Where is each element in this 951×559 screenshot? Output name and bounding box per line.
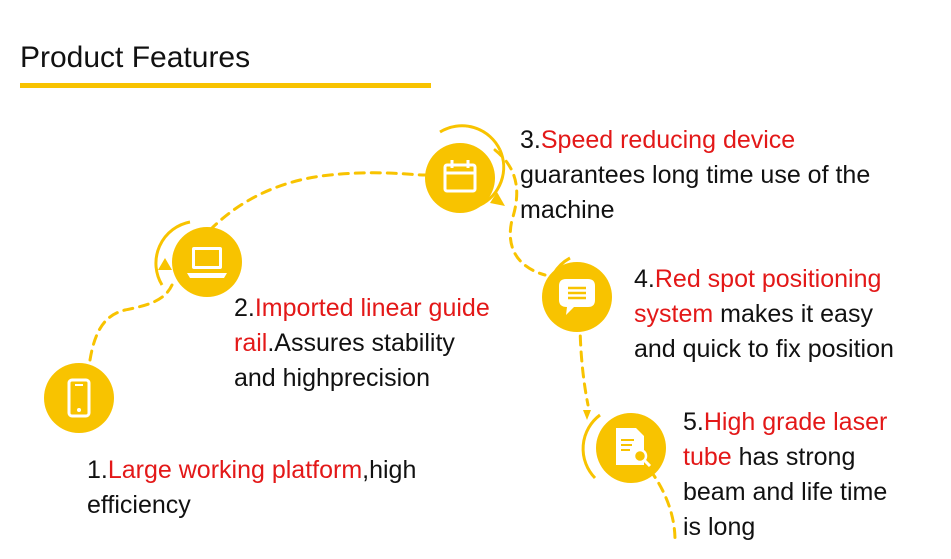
feature-1-text: 1.Large working platform,high efficiency — [87, 453, 416, 523]
feature-2-node — [172, 227, 242, 297]
feature-2-highlight2: rail — [234, 329, 268, 357]
feature-3-text: 3.Speed reducing device guarantees long … — [520, 123, 870, 228]
feature-5-node — [596, 413, 666, 483]
feature-5-text: 5.High grade laser tube has strong beam … — [683, 405, 887, 545]
smartphone-icon — [67, 378, 91, 418]
feature-4-node — [542, 262, 612, 332]
feature-4-rest2: makes it easy — [713, 300, 873, 328]
title-underline — [20, 83, 431, 88]
feature-3-number: 3. — [520, 126, 541, 154]
chat-bubble-icon — [559, 279, 595, 315]
feature-5-number: 5. — [683, 408, 704, 436]
feature-3-highlight: Speed reducing device — [540, 126, 796, 154]
feature-5-highlight: High grade laser — [703, 408, 888, 436]
feature-5-rest2: has strong — [731, 443, 856, 471]
feature-4-number: 4. — [634, 265, 655, 293]
feature-1-highlight: Large working platform — [107, 456, 363, 484]
feature-2-number: 2. — [234, 294, 255, 322]
feature-2-line3: and highprecision — [234, 364, 430, 392]
feature-1-node — [44, 363, 114, 433]
feature-5-line3: beam and life time — [683, 478, 888, 506]
feature-4-text: 4.Red spot positioning system makes it e… — [634, 262, 894, 367]
feature-3-line2: guarantees long time use of the — [520, 161, 871, 189]
calendar-icon — [443, 160, 477, 193]
feature-3-node — [425, 143, 495, 213]
feature-5-line4: is long — [683, 513, 756, 541]
laptop-icon — [187, 247, 227, 278]
feature-2-rest2: .Assures stability — [267, 329, 455, 357]
feature-3-line3: machine — [520, 196, 615, 224]
page-title: Product Features — [20, 41, 251, 74]
feature-2-text: 2.Imported linear guide rail.Assures sta… — [234, 291, 490, 396]
document-search-icon — [616, 428, 652, 468]
feature-5-highlight2: tube — [683, 443, 732, 471]
feature-4-highlight2: system — [634, 300, 714, 328]
feature-1-number: 1. — [87, 456, 108, 484]
feature-1-line2: efficiency — [87, 491, 191, 519]
feature-1-rest: ,high — [362, 456, 417, 484]
feature-2-highlight: Imported linear guide — [254, 294, 490, 322]
feature-4-line3: and quick to fix position — [634, 335, 894, 363]
feature-4-highlight: Red spot positioning — [654, 265, 882, 293]
